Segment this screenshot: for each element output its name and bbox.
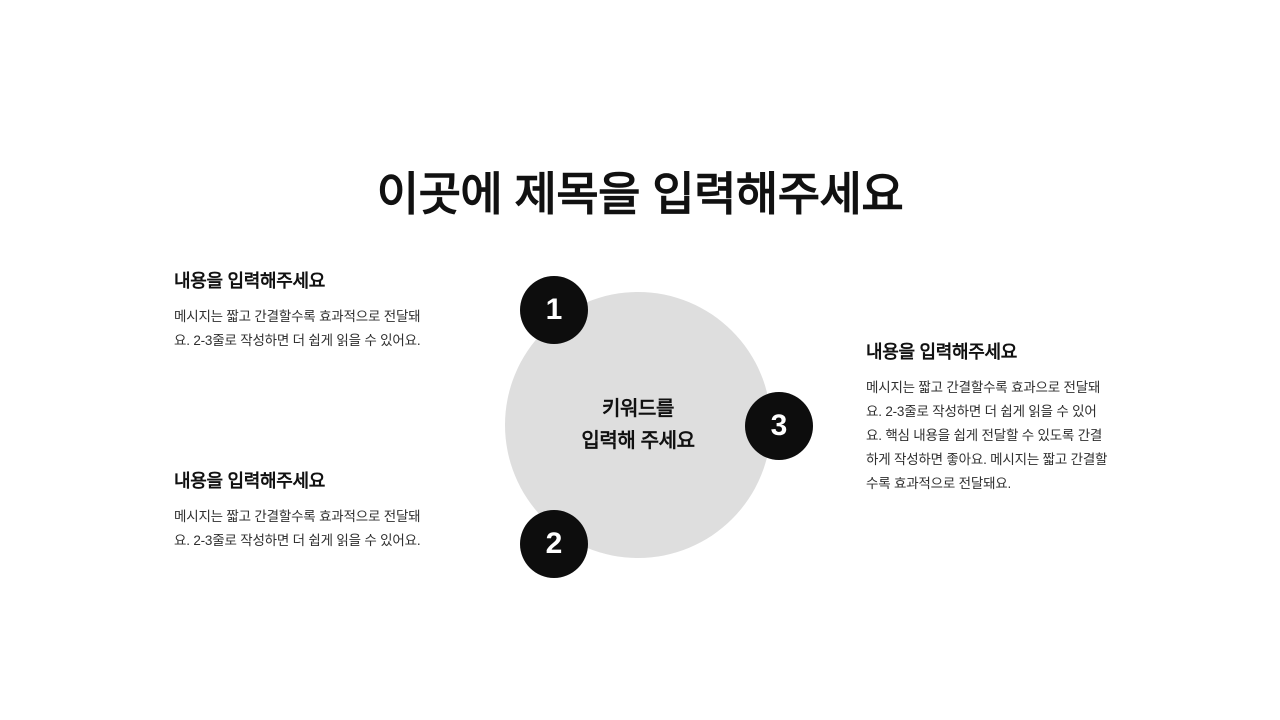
content-block-heading: 내용을 입력해주세요 [174,271,326,291]
content-block-heading: 내용을 입력해주세요 [866,342,1018,362]
content-block-right: 내용을 입력해주세요 메시지는 짧고 간결할수록 효과으로 전달돼요. 2-3줄… [866,341,1110,496]
content-block-body: 메시지는 짧고 간결할수록 효과으로 전달돼요. 2-3줄로 작성하면 더 쉽게… [866,379,1108,491]
content-block-body: 메시지는 짧고 간결할수록 효과적으로 전달돼요. 2-3줄로 작성하면 더 쉽… [174,308,421,348]
page-title: 이곳에 제목을 입력해주세요 [376,167,904,220]
content-block-heading: 내용을 입력해주세요 [174,471,326,491]
content-block-left-bottom: 내용을 입력해주세요 메시지는 짧고 간결할수록 효과적으로 전달돼요. 2-3… [174,470,426,553]
content-block-left-top: 내용을 입력해주세요 메시지는 짧고 간결할수록 효과적으로 전달돼요. 2-3… [174,270,426,353]
number-badge-2: 2 [520,510,588,578]
content-block-body: 메시지는 짧고 간결할수록 효과적으로 전달돼요. 2-3줄로 작성하면 더 쉽… [174,508,421,548]
number-badge-1: 1 [520,276,588,344]
number-badge-3: 3 [745,392,813,460]
